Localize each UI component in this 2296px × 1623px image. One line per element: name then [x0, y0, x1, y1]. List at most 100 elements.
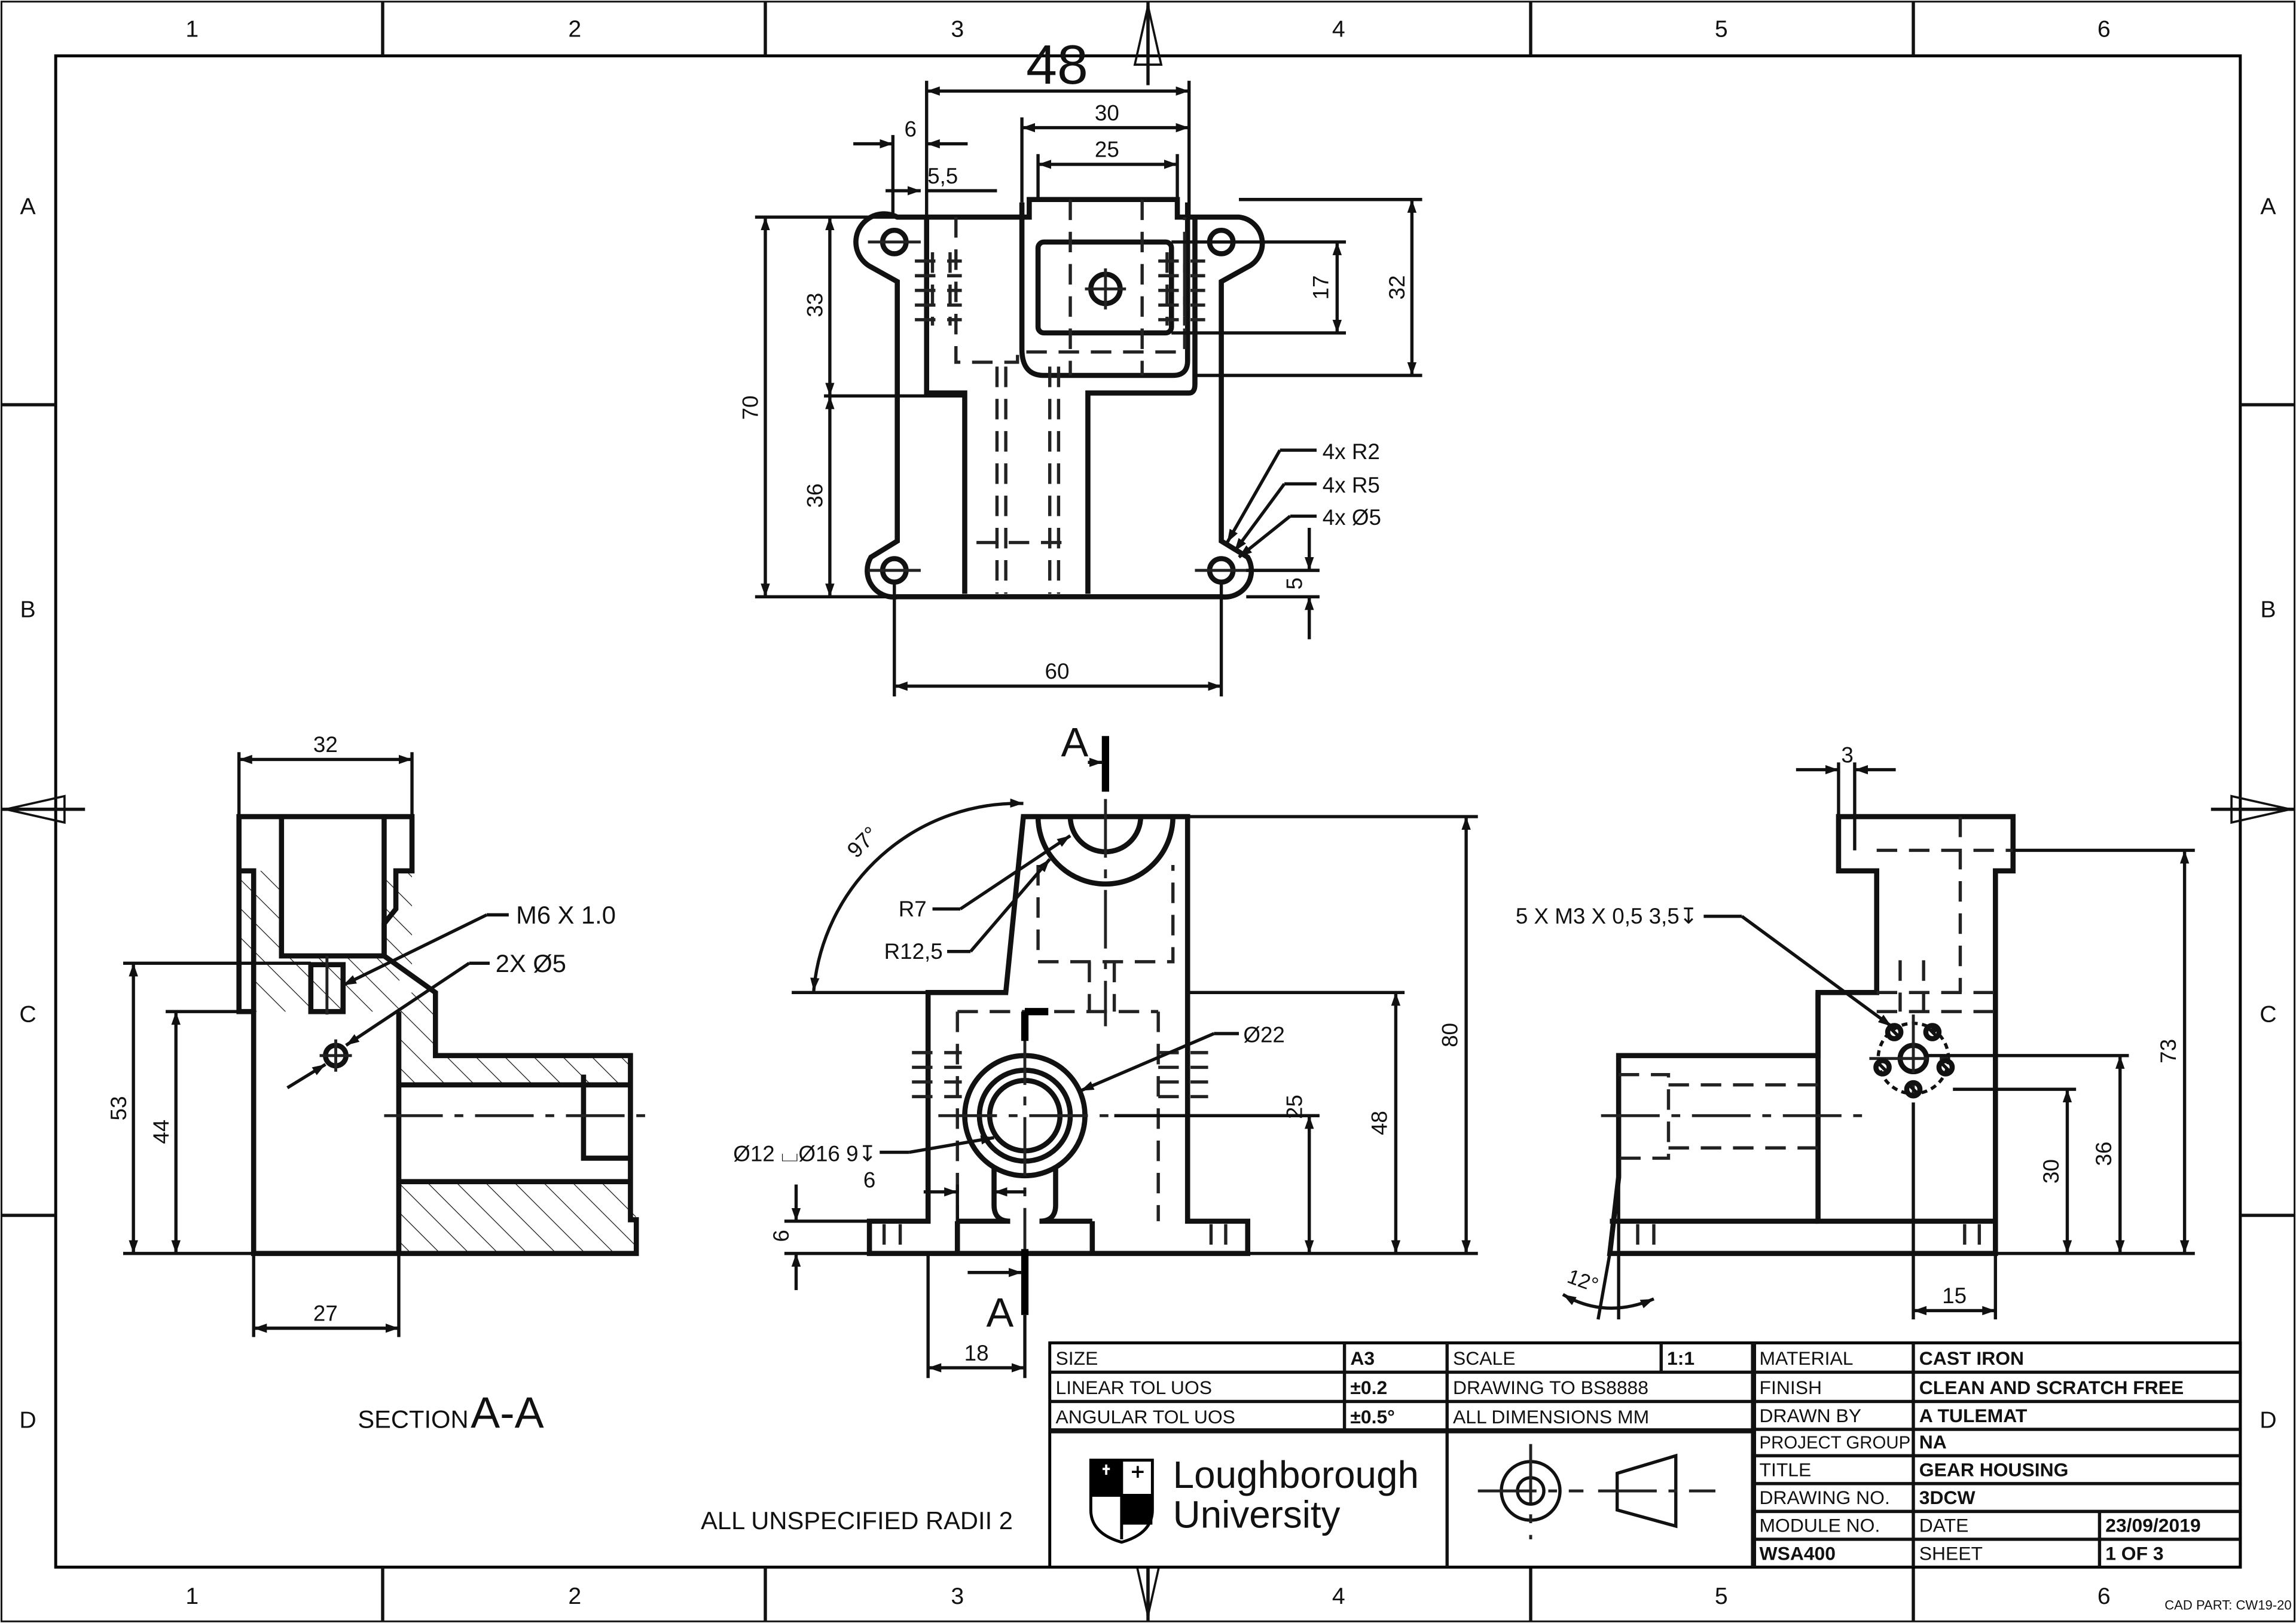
dim-48-front: 48: [1367, 1111, 1392, 1135]
dim-3: 3: [1841, 742, 1853, 767]
dim-73: 73: [2156, 1039, 2181, 1063]
dim-48: 48: [1026, 33, 1088, 96]
dim-angle-12: 12°: [1564, 1265, 1601, 1297]
tb-angular-tol-value: ±0.5°: [1350, 1406, 1395, 1428]
tb-units: ALL DIMENSIONS MM: [1453, 1406, 1649, 1428]
top-view: 48 30 25 6 5,5 70 33 36 17: [738, 33, 1422, 697]
general-note: ALL UNSPECIFIED RADII 2: [701, 1506, 1013, 1535]
university-crest: [1089, 1459, 1154, 1544]
zone-col-5-bottom: 5: [1715, 1583, 1728, 1609]
tb-drawn-by-value: A TULEMAT: [1919, 1405, 2028, 1426]
dim-60: 60: [1045, 659, 1070, 684]
dim-6-front-base: 6: [769, 1230, 793, 1242]
section-view: 32 27 53 44 M6 X 1.0 2X Ø5 SECTION A-A: [106, 732, 645, 1438]
tb-date-value: 23/09/2019: [2105, 1515, 2200, 1536]
callout-m3: 5 X M3 X 0,5 3,5↧: [1516, 904, 1698, 928]
tb-standard: DRAWING TO BS8888: [1453, 1377, 1648, 1398]
tb-scale-value: 1:1: [1667, 1347, 1694, 1369]
tb-material-value: CAST IRON: [1919, 1347, 2024, 1369]
callout-r5: 4x R5: [1323, 473, 1380, 497]
dim-17: 17: [1309, 275, 1333, 299]
front-view: A A 97° R7 R12,5 Ø22 Ø12 ⌴Ø16 9↧ 80 48: [733, 720, 1478, 1379]
dim-6: 6: [905, 117, 917, 141]
dim-70: 70: [738, 395, 763, 420]
tb-angular-tol-label: ANGULAR TOL UOS: [1056, 1406, 1235, 1428]
dim-80: 80: [1437, 1023, 1462, 1047]
callout-r2: 4x R2: [1323, 439, 1380, 464]
dim-25-front: 25: [1282, 1095, 1306, 1119]
zone-col-1-top: 1: [185, 16, 199, 42]
side-view: 5 X M3 X 0,5 3,5↧ 3 73 36 30 15 12°: [1516, 742, 2195, 1320]
zone-row-c-left: C: [19, 1001, 36, 1027]
section-title-prefix: SECTION: [358, 1405, 468, 1434]
zone-col-6-top: 6: [2097, 16, 2111, 42]
tb-university-line1: Loughborough: [1173, 1453, 1419, 1496]
dim-r7: R7: [899, 897, 927, 921]
zone-row-a-left: A: [20, 193, 36, 219]
tb-finish-value: CLEAN AND SCRATCH FREE: [1919, 1377, 2184, 1398]
zone-col-4-top: 4: [1332, 16, 1345, 42]
zone-col-3-top: 3: [951, 16, 964, 42]
dim-32: 32: [1385, 275, 1409, 299]
dim-dia22: Ø22: [1243, 1023, 1285, 1047]
zone-row-a-right: A: [2260, 193, 2276, 219]
tb-size-label: SIZE: [1056, 1347, 1098, 1369]
title-block: SIZE A3 SCALE 1:1 LINEAR TOL UOS ±0.2 DR…: [1048, 1341, 2242, 1569]
callout-bore: Ø12 ⌴Ø16 9↧: [733, 1141, 877, 1166]
zone-col-2-bottom: 2: [568, 1583, 581, 1609]
zone-row-b-right: B: [2260, 597, 2276, 623]
tb-drawing-no-value: 3DCW: [1919, 1487, 1976, 1508]
dim-5: 5: [1282, 577, 1306, 589]
dim-r12-5: R12,5: [884, 939, 943, 964]
tb-module-no-label: MODULE NO.: [1760, 1515, 1880, 1536]
zone-row-c-right: C: [2260, 1001, 2276, 1027]
zone-row-b-left: B: [20, 597, 36, 623]
tb-title-label: TITLE: [1760, 1459, 1812, 1481]
dim-32-section: 32: [313, 732, 338, 757]
zone-col-2-top: 2: [568, 16, 581, 42]
dim-6-front-web: 6: [863, 1167, 875, 1192]
tb-material-label: MATERIAL: [1760, 1347, 1854, 1369]
dim-53: 53: [106, 1096, 131, 1121]
zone-col-5-top: 5: [1715, 16, 1728, 42]
tb-scale-label: SCALE: [1453, 1347, 1515, 1369]
zone-col-4-bottom: 4: [1332, 1583, 1345, 1609]
tb-sheet-value: 1 OF 3: [2105, 1542, 2163, 1564]
section-title-letters: A-A: [471, 1388, 544, 1438]
dim-30-side: 30: [2039, 1159, 2063, 1184]
tb-project-group-value: NA: [1919, 1431, 1947, 1453]
tb-module-no-value: WSA400: [1760, 1542, 1836, 1564]
section-marker-bottom: A: [986, 1289, 1013, 1335]
dim-36: 36: [803, 484, 828, 508]
dim-angle-97: 97°: [842, 822, 883, 863]
zone-col-3-bottom: 3: [951, 1583, 964, 1609]
dim-44: 44: [149, 1120, 173, 1144]
callout-m6: M6 X 1.0: [516, 901, 616, 929]
tb-sheet-label: SHEET: [1919, 1542, 1983, 1564]
zone-row-d-right: D: [2260, 1407, 2276, 1434]
tb-university-line2: University: [1173, 1493, 1341, 1536]
tb-date-label: DATE: [1919, 1515, 1969, 1536]
callout-2x-dia5: 2X Ø5: [496, 949, 566, 977]
callout-dia5: 4x Ø5: [1323, 505, 1381, 530]
dim-30: 30: [1095, 100, 1119, 125]
dim-36-side: 36: [2092, 1142, 2116, 1166]
projection-symbol: [1477, 1444, 1715, 1539]
tb-title-value: GEAR HOUSING: [1919, 1459, 2069, 1481]
dim-27: 27: [313, 1301, 338, 1326]
tb-finish-label: FINISH: [1760, 1377, 1822, 1398]
tb-size-value: A3: [1350, 1347, 1375, 1369]
dim-5-5: 5,5: [927, 164, 958, 188]
dim-33: 33: [803, 293, 828, 317]
cad-part-note: CAD PART: CW19-20: [2164, 1598, 2291, 1613]
tb-linear-tol-value: ±0.2: [1350, 1377, 1387, 1398]
section-marker-top: A: [1061, 720, 1088, 766]
zone-col-1-bottom: 1: [185, 1583, 199, 1609]
zone-labels: 1 2 3 4 5 6 1 2 3 4 5 6 A B C D A B C D: [19, 16, 2276, 1609]
tb-drawn-by-label: DRAWN BY: [1760, 1405, 1862, 1426]
tb-linear-tol-label: LINEAR TOL UOS: [1056, 1377, 1212, 1398]
tb-project-group-label: PROJECT GROUP: [1760, 1433, 1911, 1453]
zone-col-6-bottom: 6: [2097, 1583, 2111, 1609]
tb-drawing-no-label: DRAWING NO.: [1760, 1487, 1890, 1508]
